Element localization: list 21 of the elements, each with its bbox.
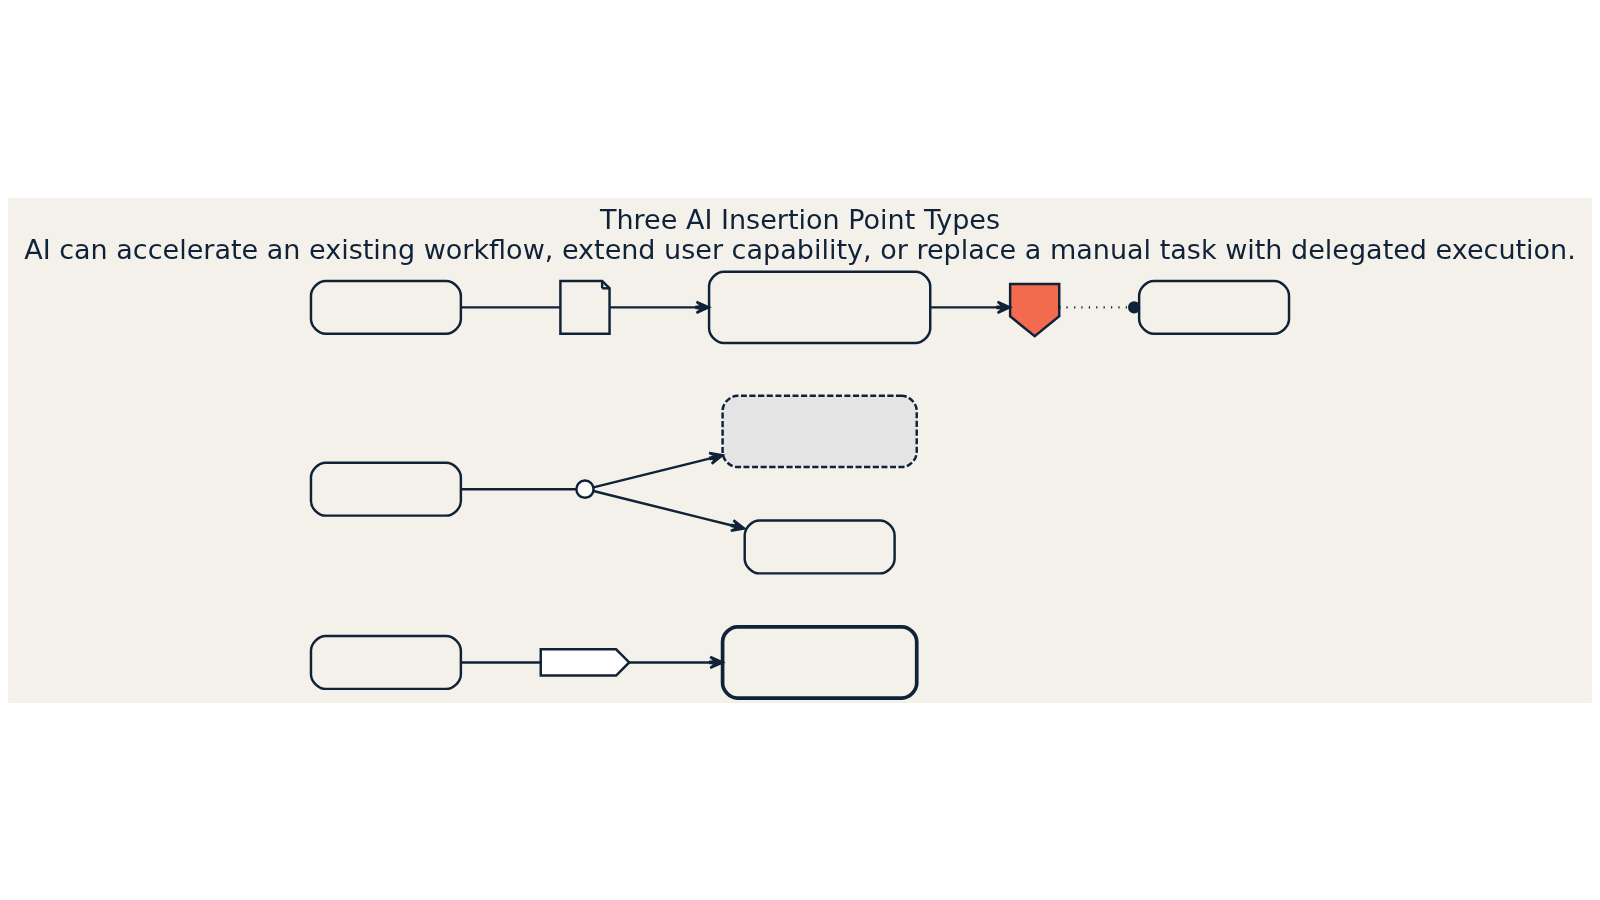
arrow [609, 300, 711, 314]
connector [460, 660, 541, 664]
node-box [309, 279, 463, 335]
arrow [930, 300, 1012, 314]
arrow [593, 489, 746, 532]
node-box [309, 461, 463, 517]
connector [460, 305, 561, 309]
arrow [593, 451, 724, 489]
node-circle [575, 478, 595, 499]
node-box [721, 394, 918, 468]
node-rocket [539, 647, 631, 677]
connector [460, 487, 577, 490]
diagram-title: Three AI Insertion Point Types [599, 203, 1001, 235]
arrow [629, 655, 724, 669]
node-box [309, 634, 463, 690]
node-shield [1008, 282, 1061, 338]
node-box [1137, 279, 1291, 335]
node-capsule [707, 270, 932, 344]
node-box [743, 518, 896, 575]
connector [1059, 300, 1141, 313]
node-box [720, 624, 919, 700]
